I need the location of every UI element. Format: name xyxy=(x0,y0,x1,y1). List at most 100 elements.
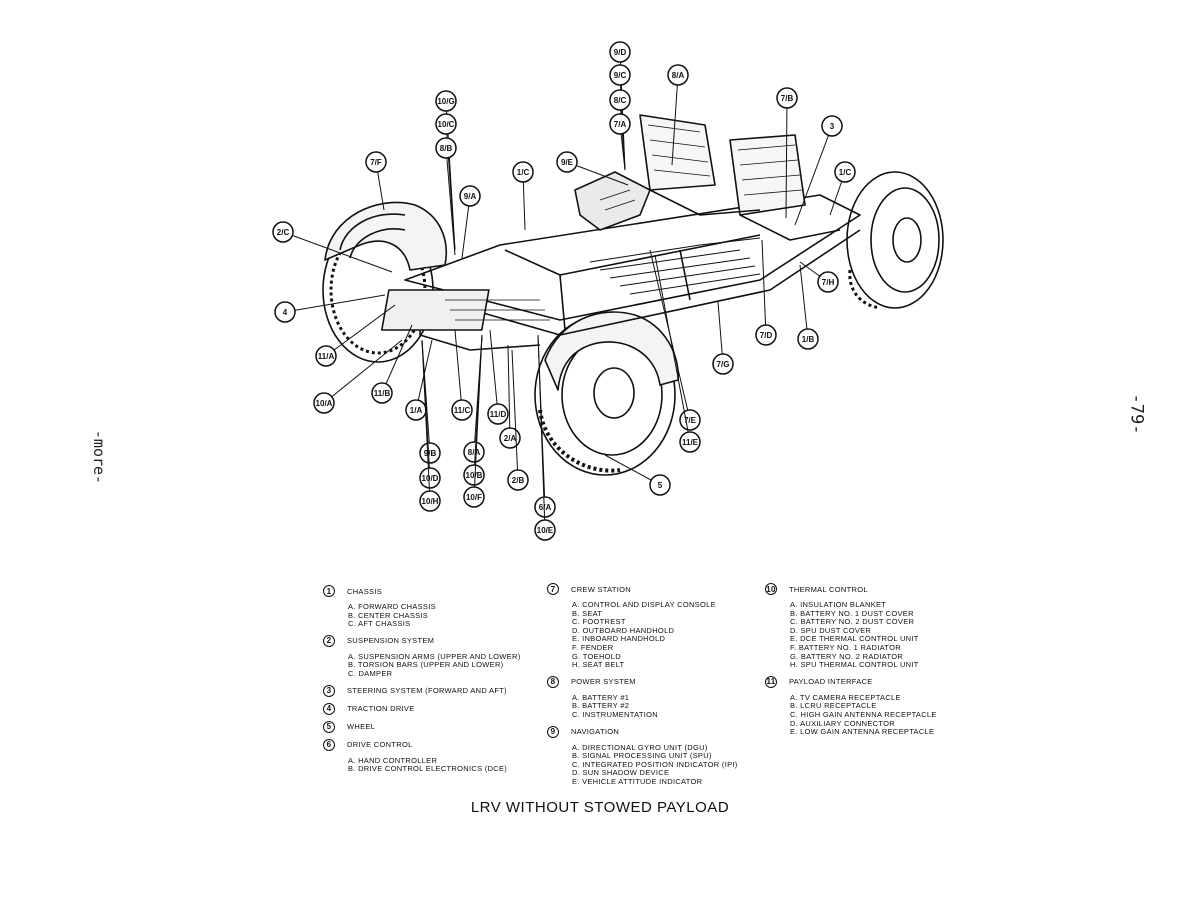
rear-wheel xyxy=(322,201,447,363)
legend-item-list: A. DIRECTIONAL GYRO UNIT (DGU)B. SIGNAL … xyxy=(572,743,738,787)
callout-label: 10/H xyxy=(422,497,439,506)
callout-label: 9/E xyxy=(561,158,574,167)
legend-item: B. TORSION BARS (UPPER AND LOWER) xyxy=(348,660,504,670)
legend-item: E. DCE THERMAL CONTROL UNIT xyxy=(790,634,919,644)
legend-item: D. SUN SHADOW DEVICE xyxy=(572,768,670,778)
legend-group-title: STEERING SYSTEM (FORWARD AND AFT) xyxy=(347,686,507,696)
callout-circle xyxy=(435,113,457,135)
callout-leader-line xyxy=(654,254,691,443)
callout-label: 1/C xyxy=(839,168,852,177)
legend-item: C. FOOTREST xyxy=(572,617,626,627)
legend-group-header: 10 THERMAL CONTROL xyxy=(765,581,937,597)
legend-item: C. INTEGRATED POSITION INDICATOR (IPI) xyxy=(572,759,738,769)
callout-leader-line xyxy=(284,294,386,313)
margin-more-text: -more- xyxy=(90,429,109,485)
callout-leader-line xyxy=(537,334,546,531)
legend-group-title: TRACTION DRIVE xyxy=(347,704,415,714)
figure-caption: LRV WITHOUT STOWED PAYLOAD xyxy=(470,799,730,816)
callout-label: 1/A xyxy=(410,406,423,415)
callout-circle xyxy=(821,115,843,137)
callout-label: 3 xyxy=(830,122,835,131)
legend-number-badge: 3 xyxy=(323,684,335,697)
legend-item: B. SIGNAL PROCESSING UNIT (SPU) xyxy=(572,751,712,761)
callout-label: 2/C xyxy=(277,228,290,237)
callout-label: 10/B xyxy=(466,471,483,480)
legend-number-badge: 10 xyxy=(765,583,777,595)
callout-label: 8/A xyxy=(672,71,685,80)
legend-group: 3 STEERING SYSTEM (FORWARD AND AFT) xyxy=(323,683,521,699)
legend-item: B. BATTERY NO. 1 DUST COVER xyxy=(790,608,914,618)
callout-label: 10/D xyxy=(422,474,439,483)
legend-item: H. SEAT BELT xyxy=(572,660,625,670)
legend-number-badge: 8 xyxy=(547,675,559,688)
legend-number-badge: 2 xyxy=(323,634,335,647)
callout-circle xyxy=(776,87,798,109)
front-wheel xyxy=(534,311,679,476)
seats xyxy=(639,114,841,241)
callout-label: 11/A xyxy=(318,352,335,361)
legend-item: B. SEAT xyxy=(572,608,603,618)
legend-item: E. LOW GAIN ANTENNA RECEPTACLE xyxy=(790,727,935,737)
callout-label: 8/B xyxy=(440,144,453,153)
callout-leader-line xyxy=(489,329,499,415)
callout-label: 10/F xyxy=(466,493,482,502)
callout-circle xyxy=(435,90,457,112)
legend-item: F. BATTERY NO. 1 RADIATOR xyxy=(790,642,901,652)
legend-item: E. VEHICLE ATTITUDE INDICATOR xyxy=(572,776,703,786)
callout-label: 7/A xyxy=(614,120,627,129)
callout-leader-line xyxy=(511,349,519,481)
callout-label: 11/E xyxy=(682,438,699,447)
callout-circle xyxy=(817,271,839,293)
callout-label: 10/C xyxy=(438,120,455,129)
callout-circle xyxy=(667,64,689,86)
legend-item: A. HAND CONTROLLER xyxy=(348,755,438,765)
legend-item: E. INBOARD HANDHOLD xyxy=(572,634,666,644)
legend-number-badge: 11 xyxy=(765,675,777,688)
callout-leader-line xyxy=(325,304,396,357)
callout-circle xyxy=(609,64,631,86)
legend-item: A. INSULATION BLANKET xyxy=(790,600,887,609)
legend-item: A. BATTERY #1 xyxy=(572,692,630,702)
callout-label: 4 xyxy=(283,308,288,317)
legend-item: A. CONTROL AND DISPLAY CONSOLE xyxy=(572,600,716,609)
callout-leader-line xyxy=(799,264,809,340)
callout-circle xyxy=(419,442,441,464)
callout-label: 5 xyxy=(658,481,663,490)
callout-circle xyxy=(419,490,441,512)
callout-label: 7/G xyxy=(717,360,730,369)
callout-leader-line xyxy=(671,74,679,166)
callout-label: 7/H xyxy=(822,278,835,287)
callout-circle xyxy=(609,41,631,63)
callout-label: 7/E xyxy=(684,416,697,425)
legend-group-title: THERMAL CONTROL xyxy=(789,584,868,594)
control-console xyxy=(574,171,651,231)
callout-circle xyxy=(463,464,485,486)
legend-group: 11 PAYLOAD INTERFACE A. TV CAMERA RECEPTAC… xyxy=(765,674,937,737)
callout-label: 10/E xyxy=(537,526,554,535)
callout-circle xyxy=(609,113,631,135)
legend-item: C. INSTRUMENTATION xyxy=(572,709,658,719)
legend-item: B. DRIVE CONTROL ELECTRONICS (DCE) xyxy=(348,764,508,774)
legend-group-title: PAYLOAD INTERFACE xyxy=(789,677,873,687)
callout-circle xyxy=(556,151,578,173)
legend-item: B. LCRU RECEPTACLE xyxy=(790,701,877,711)
callout-circle xyxy=(435,137,457,159)
callout-circle xyxy=(712,353,734,375)
legend-item: B. CENTER CHASSIS xyxy=(348,610,429,620)
legend-group-title: SUSPENSION SYSTEM xyxy=(347,636,435,646)
callout-circle xyxy=(315,345,337,367)
callout-label: 2/B xyxy=(512,476,525,485)
legend-item: A. SUSPENSION ARMS (UPPER AND LOWER) xyxy=(348,651,521,661)
callout-label: 9/D xyxy=(614,48,627,57)
callout-circle xyxy=(679,431,701,453)
